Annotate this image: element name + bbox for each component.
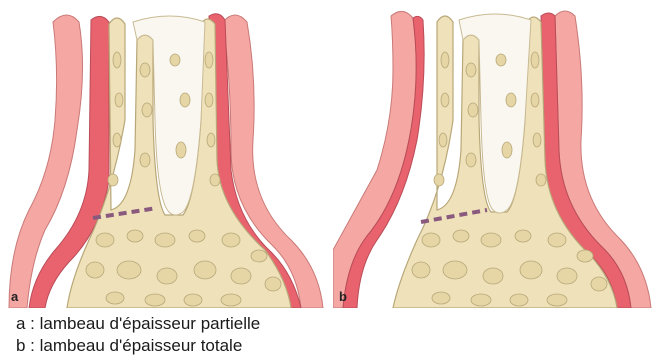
full-thickness-flap-illustration xyxy=(333,0,655,308)
mucosa-flap-left xyxy=(333,11,416,308)
legend-item-a: a : lambeau d'épaisseur partielle xyxy=(16,313,260,335)
diagram-panel-a: a xyxy=(5,0,327,308)
legend-item-b: b : lambeau d'épaisseur totale xyxy=(16,335,260,357)
panel-letter-a: a xyxy=(11,289,18,304)
panel-letter-b: b xyxy=(339,289,347,304)
figure-legend: a : lambeau d'épaisseur partielle b : la… xyxy=(16,313,260,357)
diagram-panel-b: b xyxy=(333,0,655,308)
partial-thickness-flap-illustration xyxy=(5,0,327,308)
